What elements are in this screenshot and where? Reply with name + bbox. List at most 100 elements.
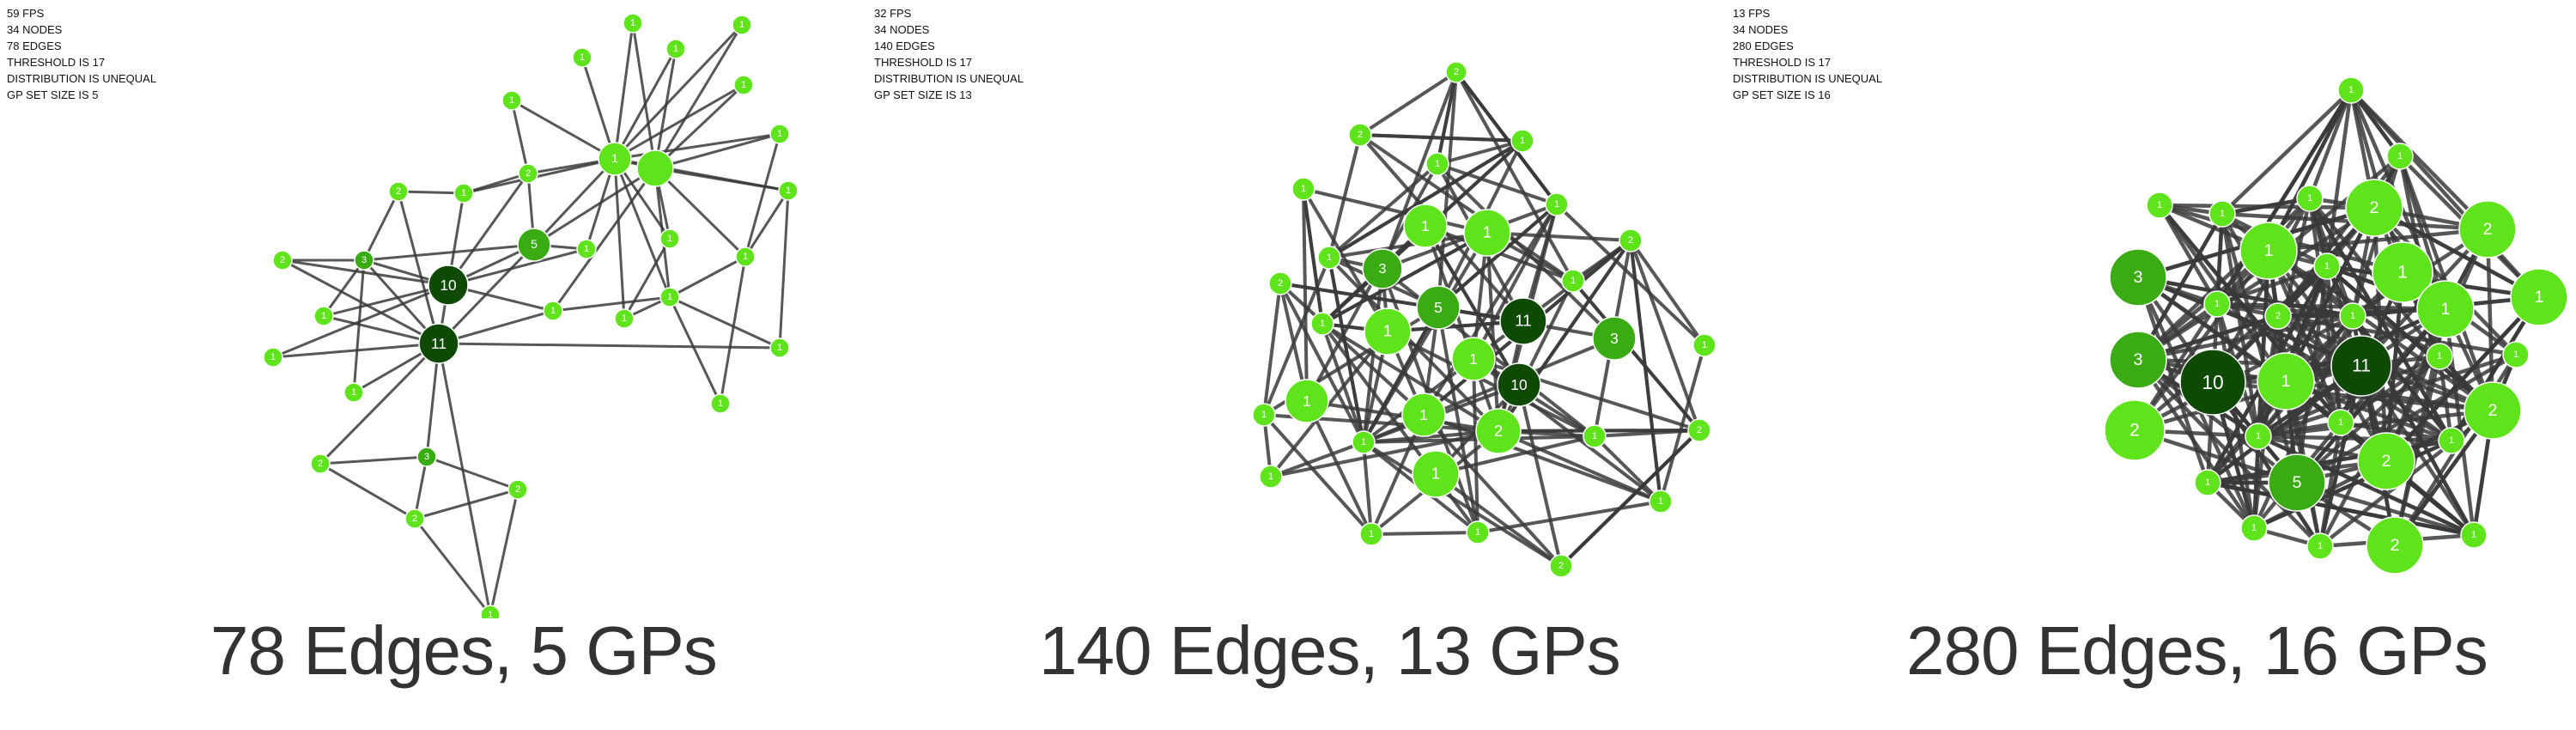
node-circle[interactable] — [343, 382, 364, 403]
graph-node[interactable]: 1 — [2502, 341, 2530, 368]
node-circle[interactable] — [1497, 362, 1541, 407]
node-circle[interactable] — [1451, 337, 1496, 381]
node-circle[interactable] — [1259, 465, 1283, 489]
node-circle[interactable] — [501, 90, 522, 111]
graph-node[interactable]: 1 — [1291, 177, 1315, 201]
node-circle[interactable] — [2268, 453, 2326, 512]
node-circle[interactable] — [659, 228, 680, 249]
graph-node[interactable]: 1 — [598, 142, 632, 176]
node-circle[interactable] — [1649, 490, 1673, 514]
graph-node[interactable]: 1 — [1463, 209, 1511, 257]
graph-node[interactable]: 2 — [1445, 61, 1467, 83]
graph-node[interactable]: 1 — [623, 13, 643, 33]
node-circle[interactable] — [2257, 352, 2315, 411]
node-circle[interactable] — [416, 447, 437, 467]
graph-node[interactable]: 1 — [1259, 465, 1283, 489]
graph-node[interactable]: 2 — [1475, 408, 1522, 454]
node-circle[interactable] — [665, 39, 686, 59]
node-circle[interactable] — [1549, 554, 1573, 578]
node-circle[interactable] — [1317, 246, 1341, 270]
graph-node[interactable]: 1 — [2203, 290, 2231, 318]
node-circle[interactable] — [598, 142, 632, 176]
graph-node[interactable]: 1 — [614, 308, 635, 329]
graph-node[interactable]: 1 — [1561, 269, 1585, 293]
graph-node[interactable]: 1 — [1364, 307, 1412, 356]
graph-node[interactable]: 1 — [313, 306, 334, 326]
graph-node[interactable]: 1 — [480, 605, 501, 618]
node-circle[interactable] — [272, 250, 293, 271]
graph-node[interactable]: 2 — [388, 181, 409, 202]
node-circle[interactable] — [1561, 269, 1585, 293]
node-circle[interactable] — [388, 181, 409, 202]
node-circle[interactable] — [1348, 123, 1372, 147]
graph-node[interactable]: 10 — [2179, 349, 2246, 416]
graph-node[interactable]: 1 — [2194, 469, 2221, 496]
node-circle[interactable] — [453, 183, 474, 204]
graph-node[interactable]: 1 — [2460, 521, 2488, 549]
node-circle[interactable] — [518, 163, 538, 184]
node-circle[interactable] — [769, 124, 790, 144]
node-circle[interactable] — [2208, 200, 2236, 228]
node-circle[interactable] — [614, 308, 635, 329]
graph-node[interactable]: 2 — [2366, 516, 2424, 575]
node-circle[interactable] — [2345, 179, 2403, 237]
node-circle[interactable] — [1352, 430, 1376, 454]
graph-node[interactable]: 1 — [2208, 200, 2236, 228]
node-circle[interactable] — [2313, 252, 2341, 280]
graph-node[interactable]: 2 — [2264, 302, 2292, 330]
graph-node[interactable]: 1 — [732, 15, 752, 35]
graph-node[interactable]: 1 — [1252, 403, 1276, 427]
graph-node[interactable]: 3 — [354, 250, 374, 271]
graph-node[interactable]: 3 — [1592, 316, 1637, 361]
node-circle[interactable] — [2502, 341, 2530, 368]
graph-node[interactable]: 2 — [1549, 554, 1573, 578]
node-circle[interactable] — [2460, 521, 2488, 549]
node-circle[interactable] — [507, 479, 528, 500]
node-circle[interactable] — [659, 287, 680, 307]
node-circle[interactable] — [2386, 143, 2414, 170]
graph-node[interactable]: 2 — [2458, 200, 2517, 259]
node-circle[interactable] — [1285, 379, 1329, 423]
node-circle[interactable] — [2426, 343, 2453, 370]
graph-node[interactable]: 1 — [778, 180, 799, 201]
graph-node[interactable]: 1 — [1451, 337, 1496, 381]
node-circle[interactable] — [313, 306, 334, 326]
node-circle[interactable] — [2245, 423, 2272, 450]
node-circle[interactable] — [2264, 302, 2292, 330]
node-circle[interactable] — [733, 75, 754, 95]
node-circle[interactable] — [636, 149, 674, 187]
graph-node[interactable]: 2 — [404, 508, 425, 529]
node-circle[interactable] — [1416, 285, 1461, 330]
graph-node[interactable]: 1 — [1317, 246, 1341, 270]
graph-node[interactable]: 1 — [1545, 192, 1569, 216]
graph-node[interactable]: 11 — [1499, 297, 1547, 345]
graph-node[interactable]: 2 — [507, 479, 528, 500]
node-circle[interactable] — [1499, 297, 1547, 345]
graph-node[interactable]: 1 — [543, 301, 563, 321]
graph-node[interactable]: 1 — [2313, 252, 2341, 280]
graph-node[interactable]: 2 — [310, 453, 331, 474]
node-circle[interactable] — [1252, 403, 1276, 427]
graph-node[interactable]: 2 — [272, 250, 293, 271]
graph-node[interactable]: 1 — [2327, 409, 2354, 436]
node-circle[interactable] — [576, 239, 597, 259]
graph-node[interactable]: 1 — [2386, 143, 2414, 170]
graph-node[interactable]: 3 — [2109, 248, 2167, 307]
node-circle[interactable] — [1466, 520, 1490, 544]
node-circle[interactable] — [543, 301, 563, 321]
node-circle[interactable] — [1425, 152, 1449, 176]
node-circle[interactable] — [2372, 241, 2433, 303]
graph-node[interactable]: 1 — [453, 183, 474, 204]
node-circle[interactable] — [1619, 228, 1643, 252]
graph-node[interactable]: 2 — [2104, 399, 2166, 461]
node-circle[interactable] — [769, 338, 790, 358]
graph-node[interactable]: 1 — [263, 347, 283, 368]
graph-node[interactable]: 1 — [2306, 532, 2334, 560]
node-circle[interactable] — [517, 228, 551, 262]
graph-node[interactable]: 1 — [659, 228, 680, 249]
node-circle[interactable] — [1545, 192, 1569, 216]
graph-node[interactable]: 1 — [2146, 192, 2173, 219]
graph-node[interactable]: 5 — [1416, 285, 1461, 330]
node-circle[interactable] — [2337, 76, 2365, 104]
